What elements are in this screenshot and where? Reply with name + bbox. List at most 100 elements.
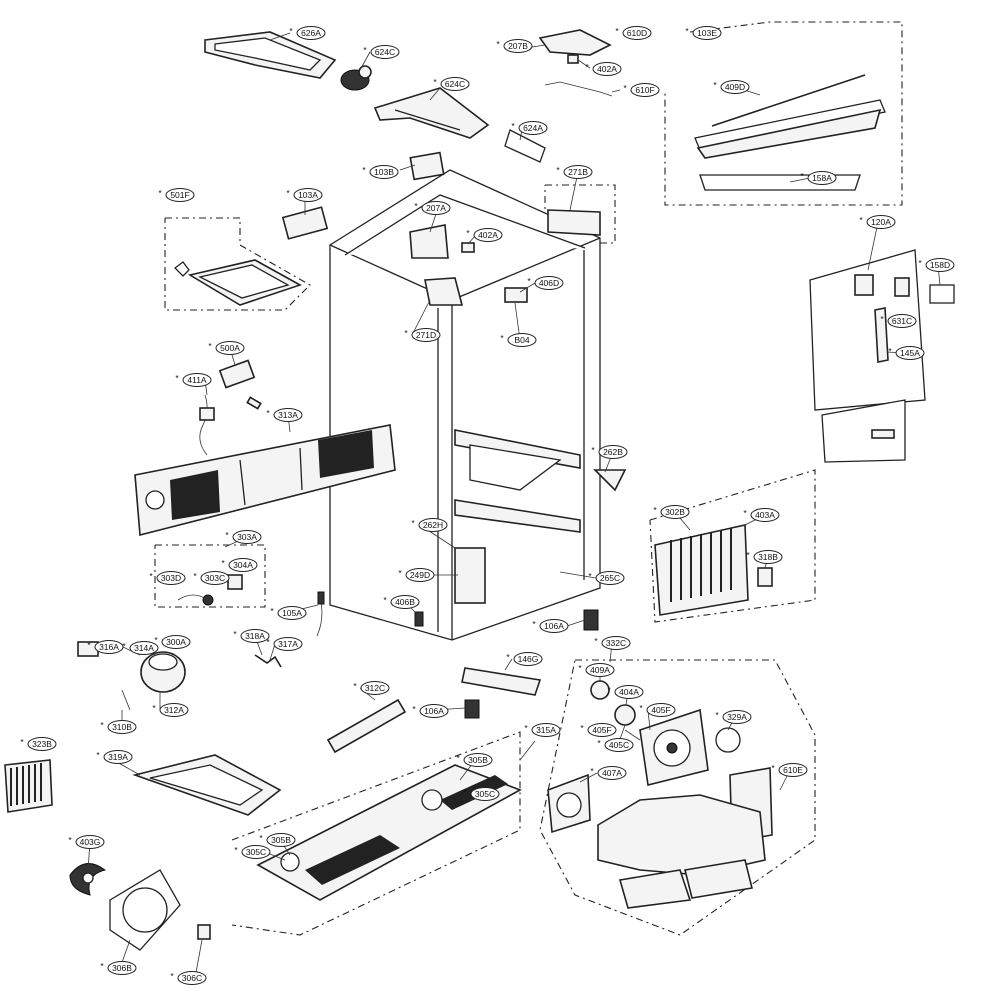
callout-marker: *: [713, 80, 717, 90]
callout-marker: *: [266, 637, 270, 647]
part-callout: * 146G: [506, 652, 543, 666]
callout-bubble: [277, 606, 307, 620]
callout-marker: *: [100, 961, 104, 971]
part-callout: *207A: [414, 201, 451, 215]
callout-marker: *: [771, 763, 775, 773]
callout-bubble: [598, 445, 628, 459]
callout-marker: *: [800, 171, 804, 181]
callout-marker: *: [746, 550, 750, 560]
callout-label: 313A: [278, 410, 298, 420]
callout-label: 303D: [161, 573, 181, 583]
callout-label: 302B: [665, 507, 685, 517]
callout-marker: *: [496, 39, 500, 49]
callout-bubble: [895, 346, 925, 360]
part-callout: *262B: [591, 445, 628, 459]
callout-label: 271B: [568, 167, 588, 177]
callout-label: 411A: [187, 375, 207, 385]
callout-label: 409A: [590, 665, 610, 675]
callout-bubble: [622, 26, 652, 40]
part-callout: * 207B: [496, 39, 533, 53]
callout-label: 317A: [278, 639, 298, 649]
callout-marker: *: [234, 845, 238, 855]
callout-bubble: [750, 508, 780, 522]
callout-bubble: [129, 641, 159, 655]
callout-label: 610E: [783, 765, 803, 775]
callout-bubble: [215, 341, 245, 355]
callout-marker: *: [590, 766, 594, 776]
callout-label: 207B: [508, 41, 528, 51]
callout-label: 402A: [478, 230, 498, 240]
callout-marker: *: [149, 571, 153, 581]
callout-marker: *: [527, 276, 531, 286]
part-callout: *332C: [594, 636, 631, 650]
part-callout: *405C: [597, 738, 634, 752]
callout-bubble: [463, 753, 493, 767]
callout-bubble: [720, 80, 750, 94]
callout-marker: *: [578, 663, 582, 673]
callout-label: 329A: [727, 712, 747, 722]
callout-bubble: [369, 165, 399, 179]
callout-label: 303A: [237, 532, 257, 542]
callout-bubble: [27, 737, 57, 751]
part-callout: *103B: [362, 165, 399, 179]
callout-marker: *: [20, 737, 24, 747]
part-callout: *411A: [175, 373, 212, 387]
callout-bubble: [405, 568, 435, 582]
part-callout: *406D: [527, 276, 564, 290]
callout-bubble: [604, 738, 634, 752]
callout-bubble: [563, 165, 593, 179]
callout-label: 146G: [518, 654, 539, 664]
callout-bubble: [241, 845, 271, 859]
part-callout: *103E: [685, 26, 722, 40]
callout-bubble: [660, 505, 690, 519]
callout-bubble: [595, 571, 625, 585]
callout-marker: *: [87, 640, 91, 650]
callout-marker: *: [362, 165, 366, 175]
part-callout: * 271B: [556, 165, 593, 179]
part-callout: * 317A: [266, 637, 303, 651]
callout-label: 405F: [592, 725, 611, 735]
callout-bubble: [107, 961, 137, 975]
callout-bubble: [513, 652, 543, 666]
callout-bubble: [200, 571, 230, 585]
callout-label: 303C: [205, 573, 225, 583]
part-callout: *610D: [615, 26, 652, 40]
callout-label: 407A: [602, 768, 622, 778]
callout-label: 323B: [32, 739, 52, 749]
callout-marker: *: [208, 341, 212, 351]
part-callout: *105A: [270, 606, 307, 620]
callout-marker: *: [96, 750, 100, 760]
part-callout: *B04: [500, 333, 537, 347]
callout-marker: *: [653, 505, 657, 515]
callout-marker: *: [556, 165, 560, 175]
callout-label: 402A: [597, 64, 617, 74]
callout-marker: *: [591, 445, 595, 455]
callout-marker: *: [506, 652, 510, 662]
callout-bubble: [440, 77, 470, 91]
part-callout: *145A: [888, 346, 925, 360]
callout-label: 610D: [627, 28, 647, 38]
callout-bubble: [778, 763, 808, 777]
callout-marker: *: [585, 62, 589, 72]
part-callout: *262H: [411, 518, 448, 532]
callout-marker: *: [466, 228, 470, 238]
callout-bubble: [94, 640, 124, 654]
callout-label: 305B: [271, 835, 291, 845]
callout-label: 314A: [134, 643, 154, 653]
callout-bubble: [585, 663, 615, 677]
callout-label: 305C: [475, 789, 495, 799]
callout-bubble: [421, 201, 451, 215]
callout-bubble: [177, 971, 207, 985]
callout-marker: *: [289, 26, 293, 36]
callout-marker: *: [266, 408, 270, 418]
part-callout: *624C: [363, 45, 400, 59]
part-callout: *318B: [746, 550, 783, 564]
refrigerator-cabinet: [329, 169, 601, 641]
callout-label: 406B: [395, 597, 415, 607]
callout-marker: *: [524, 723, 528, 733]
callout-marker: *: [154, 635, 158, 645]
callout-bubble: [161, 635, 191, 649]
callout-marker: *: [412, 704, 416, 714]
part-callout: *306C: [170, 971, 207, 985]
callout-marker: *: [353, 681, 357, 691]
